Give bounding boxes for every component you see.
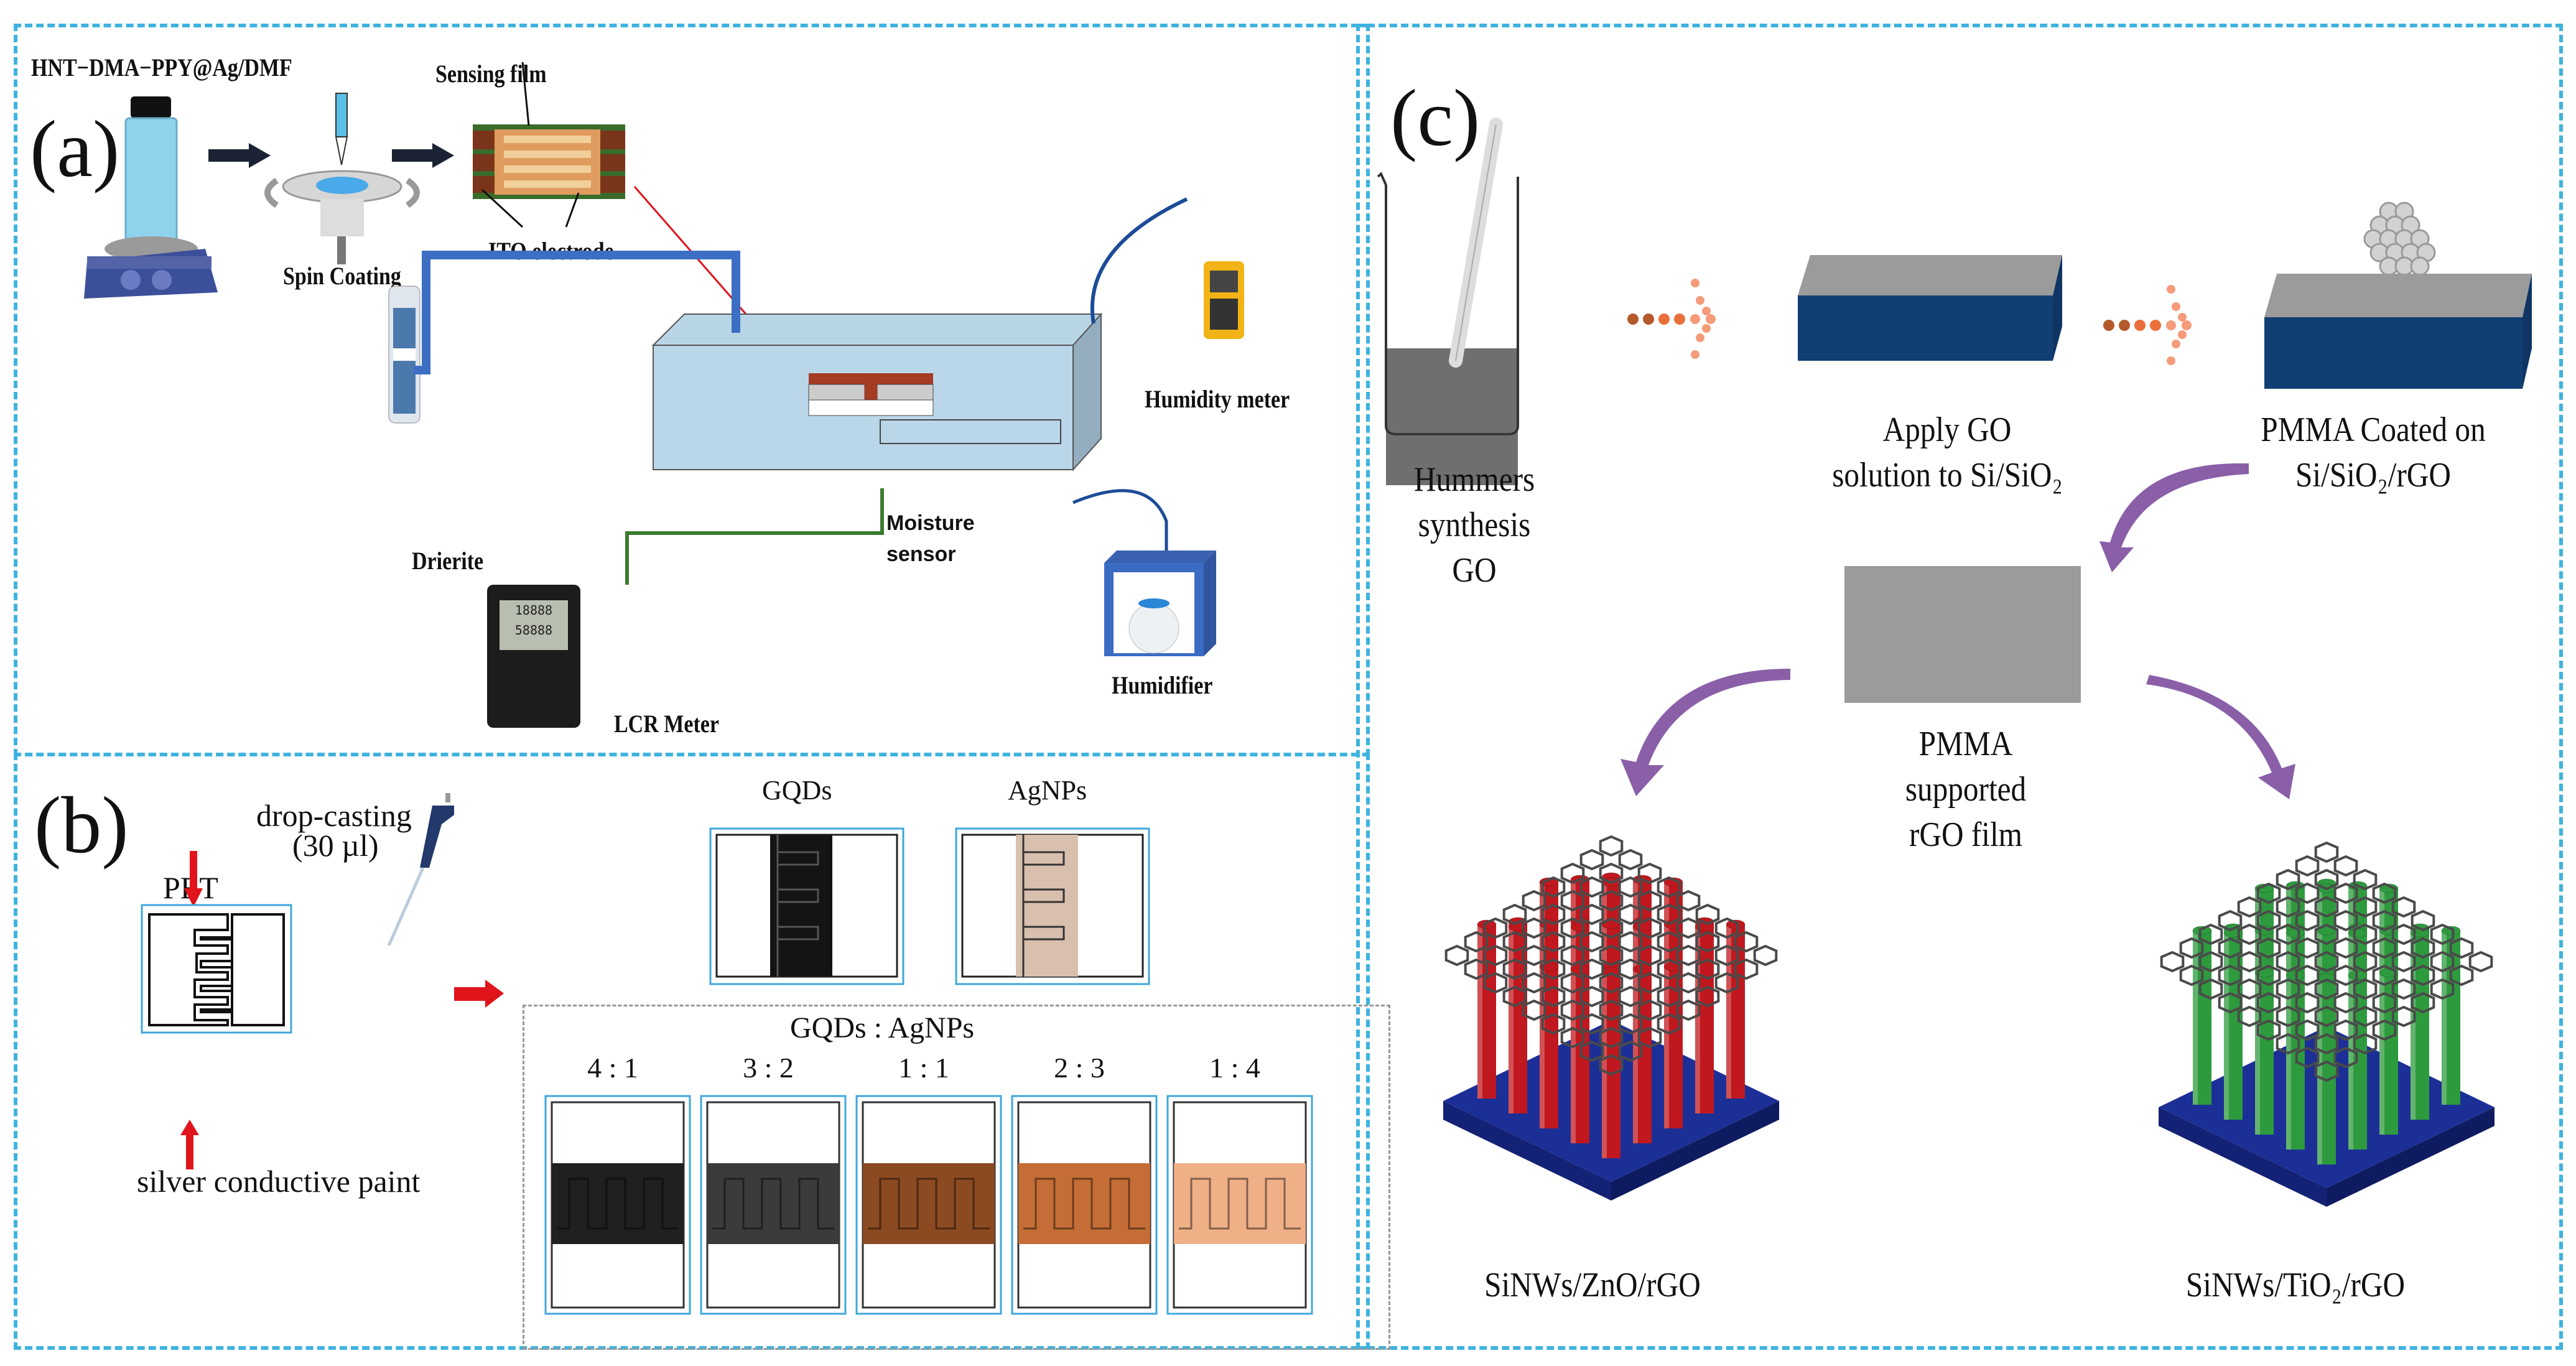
nanowire xyxy=(2317,973,2337,1164)
step1-line1: Hummers xyxy=(1413,460,1535,499)
graphene-sheet xyxy=(2160,841,2493,1082)
pet-arrow-icon xyxy=(184,851,203,907)
moisture-sensor-label-2: sensor xyxy=(886,542,956,566)
drierite-label: Drierite xyxy=(412,547,484,575)
solution-label: HNT−DMA−PPY@Ag/DMF xyxy=(31,53,292,81)
mix-sample-electrode xyxy=(1011,1095,1158,1315)
sensing-film-label: Sensing film xyxy=(435,60,547,88)
substrate-right xyxy=(1611,1101,1779,1201)
step2-line1: Apply GO xyxy=(1882,411,2012,449)
step1-label: Hummers synthesis GO xyxy=(1387,457,1562,593)
nanowire xyxy=(1726,919,1746,1099)
step4-line3: rGO film xyxy=(1909,815,2023,854)
mix-sample-electrode xyxy=(855,1095,1002,1315)
single-sample-label: GQDs xyxy=(762,775,832,806)
substrate-left xyxy=(1443,1101,1611,1201)
step1-line3: GO xyxy=(1452,551,1497,590)
mix-ratio-label: 3 : 2 xyxy=(743,1052,794,1084)
pmma-rgo-film xyxy=(1844,566,2081,703)
silver-paint-label: silver conductive paint xyxy=(137,1164,421,1199)
humidity-meter-label: Humidity meter xyxy=(1145,385,1290,413)
sinws-zno-rgo-structure xyxy=(1443,835,1779,1201)
humidifier-icon xyxy=(1104,551,1216,656)
panel-c-border xyxy=(1356,24,2563,1350)
nanowire xyxy=(1601,967,1621,1158)
nanowire xyxy=(2441,926,2461,1105)
beaker-icon xyxy=(1377,118,1519,485)
paint-arrow-icon xyxy=(180,1120,199,1169)
film-strip xyxy=(1016,835,1078,977)
film-band xyxy=(1018,1163,1150,1244)
lcr-display-line1: 18888 xyxy=(514,603,553,618)
lcr-display: 18888 58888 xyxy=(500,600,568,650)
substrate-right xyxy=(2327,1107,2495,1207)
step4-line1: PMMA xyxy=(1918,725,2013,763)
step3-line1: PMMA Coated on xyxy=(2261,411,2486,449)
step3-label: PMMA Coated on Si/SiO₂/rGO xyxy=(2234,407,2513,498)
dotted-arrow-icon xyxy=(2103,285,2192,365)
nanowire xyxy=(1477,919,1497,1099)
sensing-film-electrode-icon xyxy=(473,62,625,228)
single-sample-electrode xyxy=(709,827,904,985)
single-sample-electrode xyxy=(955,827,1150,985)
spin-coating-label: Spin Coating xyxy=(283,262,401,290)
pmma-coated-substrate xyxy=(2264,202,2532,389)
product1-label: SiNWs/ZnO/rGO xyxy=(1484,1266,1701,1304)
panel-b-label: (b) xyxy=(34,781,129,870)
panel-c-label: (c) xyxy=(1390,73,1481,163)
si-sio2-substrate xyxy=(1798,255,2062,361)
arrow-right-icon xyxy=(208,143,271,168)
mix-sample-electrode xyxy=(1166,1095,1313,1315)
step2-line2: solution to Si/SiO₂ xyxy=(1832,455,2063,495)
lcr-meter-label: LCR Meter xyxy=(614,710,719,738)
mix-ratio-label: 1 : 4 xyxy=(1209,1052,1260,1084)
humidity-meter-icon xyxy=(1204,261,1244,339)
pipette-icon xyxy=(387,793,454,947)
arrow-right-icon xyxy=(392,143,454,168)
process-arrow-icon xyxy=(454,980,504,1008)
film-band xyxy=(707,1163,839,1244)
drierite-tube-icon xyxy=(388,286,421,424)
nanowire xyxy=(1539,962,1559,1128)
lcr-display-line2: 58888 xyxy=(514,623,553,638)
lcr-meter-icon: 18888 58888 xyxy=(487,585,580,728)
drop-casting-label: drop-casting xyxy=(256,798,412,833)
mix-ratio-label: 4 : 1 xyxy=(587,1052,638,1084)
mix-ratio-label: 1 : 1 xyxy=(898,1052,949,1084)
sinws-tio2-rgo-structure xyxy=(2159,841,2495,1207)
film-band xyxy=(1174,1163,1306,1244)
dotted-arrow-icon xyxy=(1627,279,1716,359)
substrate-left xyxy=(2159,1107,2327,1207)
film-strip xyxy=(770,835,832,977)
panel-a-label: (a) xyxy=(30,105,120,194)
step4-line2: supported xyxy=(1905,769,2027,809)
humidity-chamber xyxy=(651,312,1103,472)
film-band xyxy=(552,1163,684,1244)
step3-line2: Si/SiO₂/rGO xyxy=(2295,455,2451,495)
single-sample-label: AgNPs xyxy=(1008,775,1087,806)
interdigitated-electrode xyxy=(141,904,292,1034)
moisture-sensor-label-1: Moisture xyxy=(886,511,975,535)
spin-coater-icon xyxy=(264,93,420,264)
hotplate-stirrer-icon xyxy=(84,96,218,299)
nanowire xyxy=(2192,926,2212,1105)
humidifier-label: Humidifier xyxy=(1112,671,1213,699)
product2-label: SiNWs/TiO₂/rGO xyxy=(2185,1266,2406,1304)
mixture-box xyxy=(523,1005,1390,1350)
drop-volume-label: (30 µl) xyxy=(292,828,379,863)
mix-title: GQDs : AgNPs xyxy=(790,1011,975,1044)
step2-label: Apply GO solution to Si/SiO₂ xyxy=(1832,407,2062,498)
film-band xyxy=(863,1163,995,1244)
step1-line2: synthesis xyxy=(1418,505,1531,544)
mix-ratio-label: 2 : 3 xyxy=(1054,1052,1105,1084)
mix-sample-electrode xyxy=(544,1095,691,1315)
mix-sample-electrode xyxy=(700,1095,847,1315)
graphene-sheet xyxy=(1444,835,1778,1076)
step4-label: PMMA supported rGO film xyxy=(1878,722,2053,857)
